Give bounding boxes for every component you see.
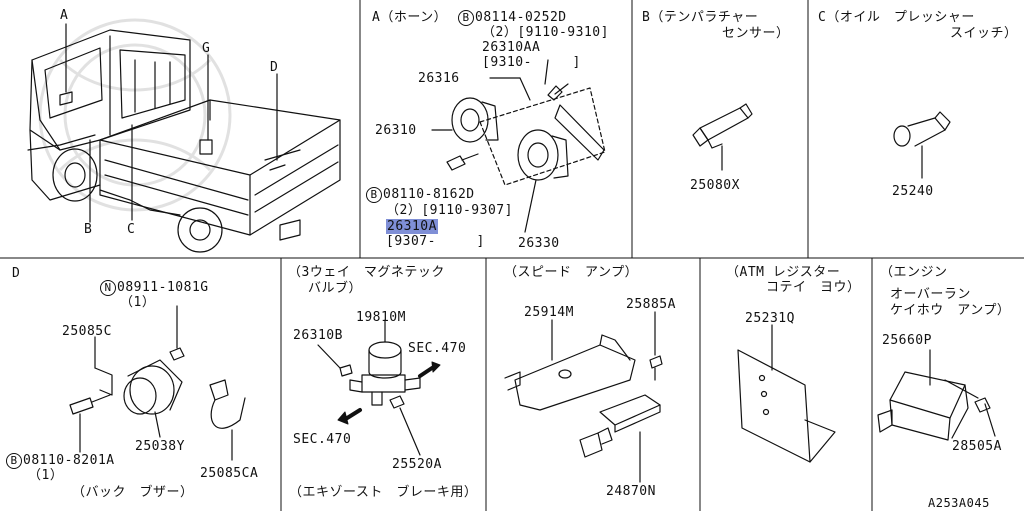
part-25038y: 25038Y <box>135 439 185 454</box>
part-28505a: 28505A <box>952 439 1002 454</box>
panel-engine-header-3: ケイホウ アンプ） <box>890 303 1011 318</box>
part-25231q: 25231Q <box>745 311 795 326</box>
back-buzzer-drawing <box>69 305 246 461</box>
part-26310a: 26310A <box>386 219 438 234</box>
sec-470-left: SEC.470 <box>293 432 352 447</box>
part-26310aa: 26310AA <box>482 40 541 55</box>
sec-470-right: SEC.470 <box>408 341 467 356</box>
panel-engine-header-2: オーバーラン <box>890 287 971 302</box>
panel-c-header: C（オイル プレッシャー <box>818 10 975 25</box>
truck-drawing <box>27 23 341 253</box>
magnetic-valve-drawing <box>317 319 441 456</box>
part-26310b: 26310B <box>293 328 343 343</box>
callout-b: B <box>84 222 93 237</box>
speed-amp-drawing <box>504 311 663 483</box>
drawing-code: A253A045 <box>928 496 990 510</box>
panel-c-header-2: スイッチ） <box>950 26 1018 41</box>
bolt-08114-0252d-qty: （2）[9110-9310] <box>482 25 609 40</box>
panel-d-header: D <box>12 266 21 281</box>
part-25914m: 25914M <box>524 305 574 320</box>
panel-valve-caption: （エキゾースト ブレーキ用） <box>289 485 478 500</box>
panel-speed-header: （スピード アンプ） <box>504 265 639 280</box>
part-25240: 25240 <box>892 184 934 199</box>
panel-atm-header-2: コテイ ヨウ） <box>766 280 861 295</box>
callout-c: C <box>127 222 136 237</box>
part-25080x: 25080X <box>690 178 740 193</box>
panel-b-header-2: センサー） <box>722 26 790 41</box>
part-26310: 26310 <box>375 123 417 138</box>
watermark-emblem-icon <box>38 18 232 212</box>
part-25885a: 25885A <box>626 297 676 312</box>
part-25520a: 25520A <box>392 457 442 472</box>
part-26330: 26330 <box>518 236 560 251</box>
engine-amp-drawing <box>877 349 996 441</box>
bolt-qty: （1） <box>28 468 64 483</box>
panel-a-header: A（ホーン） <box>372 10 448 25</box>
callout-d: D <box>270 60 279 75</box>
part-26310a-date: [9307- ] <box>386 234 485 249</box>
panel-valve-header: （3ウェイ マグネテック <box>288 265 445 280</box>
panel-valve-header-2: バルブ） <box>308 281 363 296</box>
callout-a: A <box>60 8 69 23</box>
panel-d-caption: （バック ブザー） <box>72 485 194 500</box>
part-25660p: 25660P <box>882 333 932 348</box>
temperature-sensor-drawing <box>692 103 753 171</box>
nut-qty: （1） <box>120 295 156 310</box>
panel-atm-header: （ATM レジスター <box>726 265 841 280</box>
panel-b-header: B（テンパラチャー <box>642 10 759 25</box>
callout-g: G <box>202 41 211 56</box>
part-25085ca: 25085CA <box>200 466 259 481</box>
part-26316: 26316 <box>418 71 460 86</box>
part-26310aa-date: [9310- ] <box>482 55 581 70</box>
horn-drawing <box>431 59 606 233</box>
part-25085c: 25085C <box>62 324 112 339</box>
atm-bracket-drawing <box>737 324 836 463</box>
oil-pressure-switch-drawing <box>893 111 951 179</box>
bolt-08110-8162d-qty: （2）[9110-9307] <box>386 203 513 218</box>
part-19810m: 19810M <box>356 310 406 325</box>
panel-engine-header: （エンジン <box>880 265 948 280</box>
part-24870n: 24870N <box>606 484 656 499</box>
